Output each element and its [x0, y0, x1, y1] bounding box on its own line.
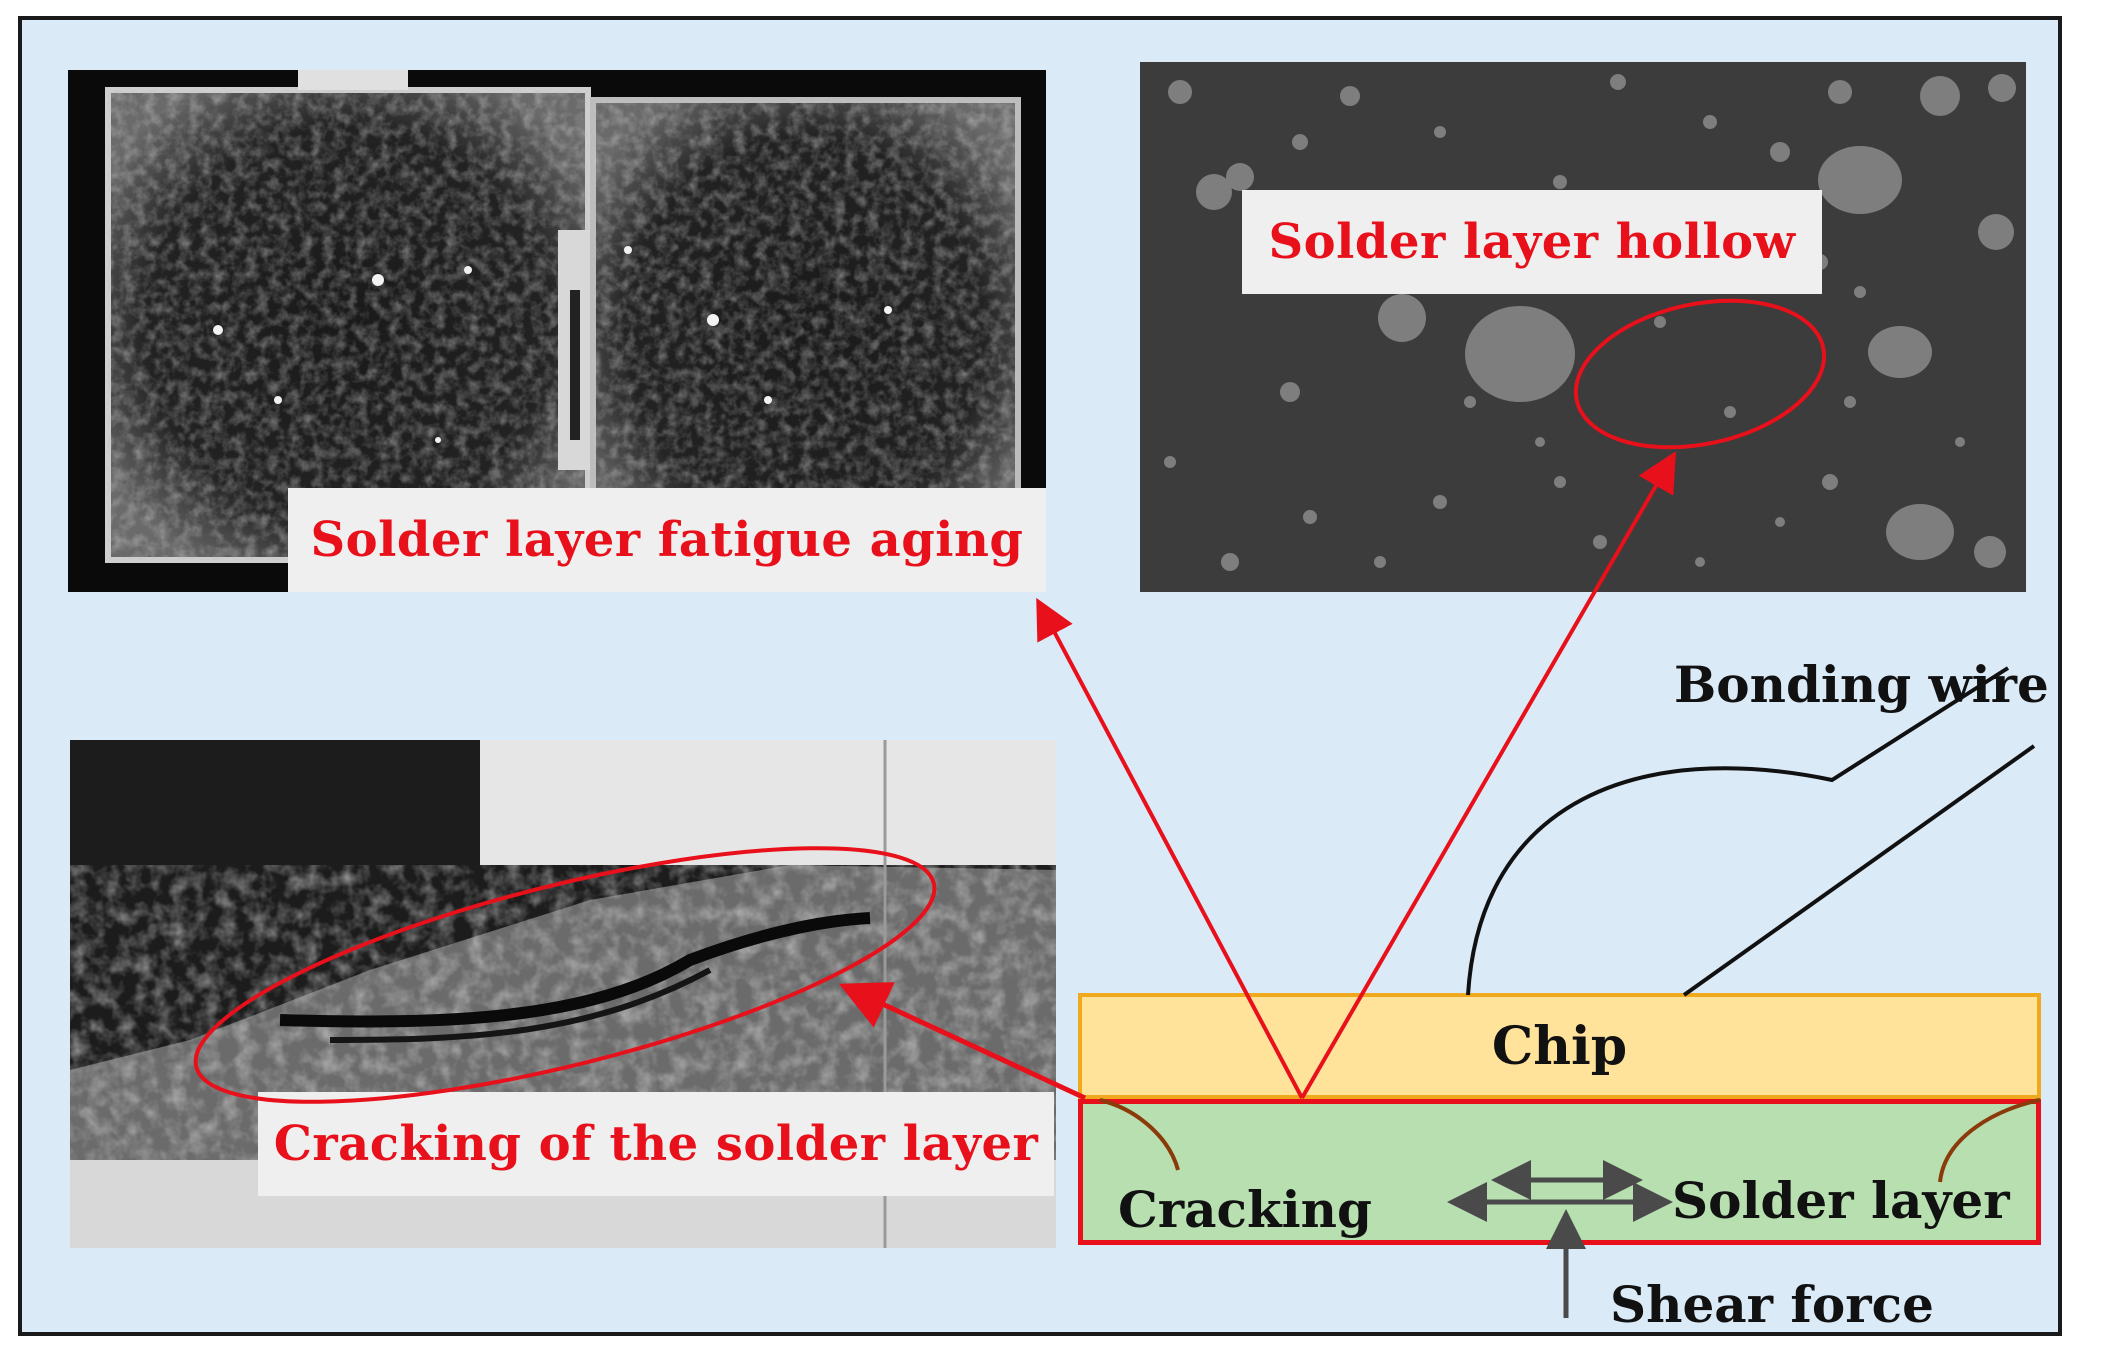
cracking-label: Cracking — [1118, 1185, 1372, 1235]
solder-layer-label: Solder layer — [1672, 1176, 2010, 1226]
cracking-layer-caption: Cracking of the solder layer — [258, 1092, 1054, 1196]
fatigue-aging-caption: Solder layer fatigue aging — [288, 488, 1046, 592]
shear-force-label: Shear force — [1610, 1280, 1934, 1330]
solder-hollow-caption: Solder layer hollow — [1242, 190, 1822, 294]
bonding-wire-label: Bonding wire — [1674, 660, 2049, 710]
chip-layer: Chip — [1078, 993, 2041, 1099]
chip-label: Chip — [1492, 1016, 1627, 1077]
solder-hollow-photo — [1140, 62, 2026, 592]
